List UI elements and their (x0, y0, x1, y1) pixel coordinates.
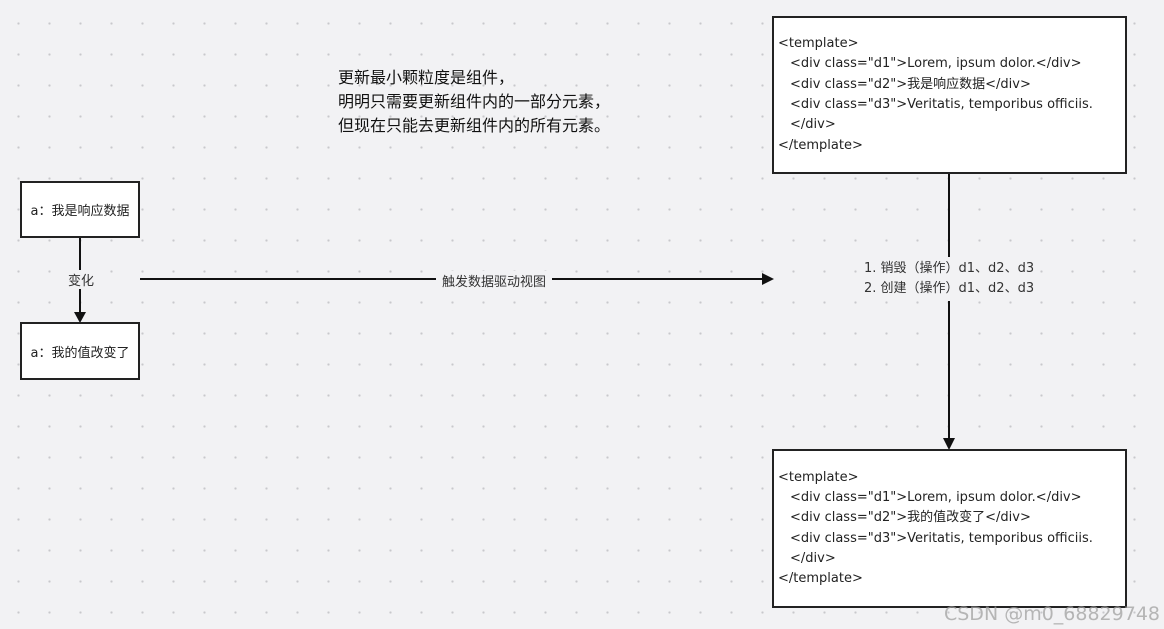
arrowhead-down (943, 438, 955, 450)
steps-label: 1. 销毁（操作）d1、d2、d3 2. 创建（操作）d1、d2、d3 (860, 257, 1039, 301)
trigger-label: 触发数据驱动视图 (436, 271, 553, 290)
reactive-data-node: a：我是响应数据 (20, 181, 140, 238)
changed-value-node: a：我的值改变了 (20, 322, 140, 380)
note-line: 但现在只能去更新组件内的所有元素。 (338, 116, 611, 135)
code-line: <div class="d1">Lorem, ipsum dolor.</div… (790, 56, 1082, 72)
arrowhead-down (74, 312, 86, 323)
template-after-node: <template> <div class="d1">Lorem, ipsum … (772, 449, 1127, 608)
template-before-node: <template> <div class="d1">Lorem, ipsum … (772, 16, 1127, 174)
code-line: <template> (778, 469, 859, 485)
code-line: <div class="d1">Lorem, ipsum dolor.</div… (790, 489, 1082, 505)
step-destroy: 1. 销毁（操作）d1、d2、d3 (864, 261, 1035, 276)
code-line: <template> (778, 36, 859, 52)
note-line: 更新最小颗粒度是组件， (338, 68, 515, 87)
explanation-note: 更新最小颗粒度是组件， 明明只需要更新组件内的一部分元素， 但现在只能去更新组件… (338, 66, 610, 138)
code-line: </template> (778, 571, 863, 587)
change-label: 变化 (66, 270, 97, 289)
note-line: 明明只需要更新组件内的一部分元素， (338, 92, 611, 111)
code-line: <div class="d2">我的值改变了</div> (790, 510, 1031, 526)
step-create: 2. 创建（操作）d1、d2、d3 (864, 281, 1035, 296)
code-line: <div class="d2">我是响应数据</div> (790, 76, 1031, 92)
code-line: <div class="d3">Veritatis, temporibus of… (790, 97, 1093, 133)
watermark: CSDN @m0_68829748 (943, 603, 1160, 625)
arrowhead-right (762, 273, 774, 285)
code-line: <div class="d3">Veritatis, temporibus of… (790, 530, 1093, 566)
code-line: </template> (778, 137, 863, 153)
